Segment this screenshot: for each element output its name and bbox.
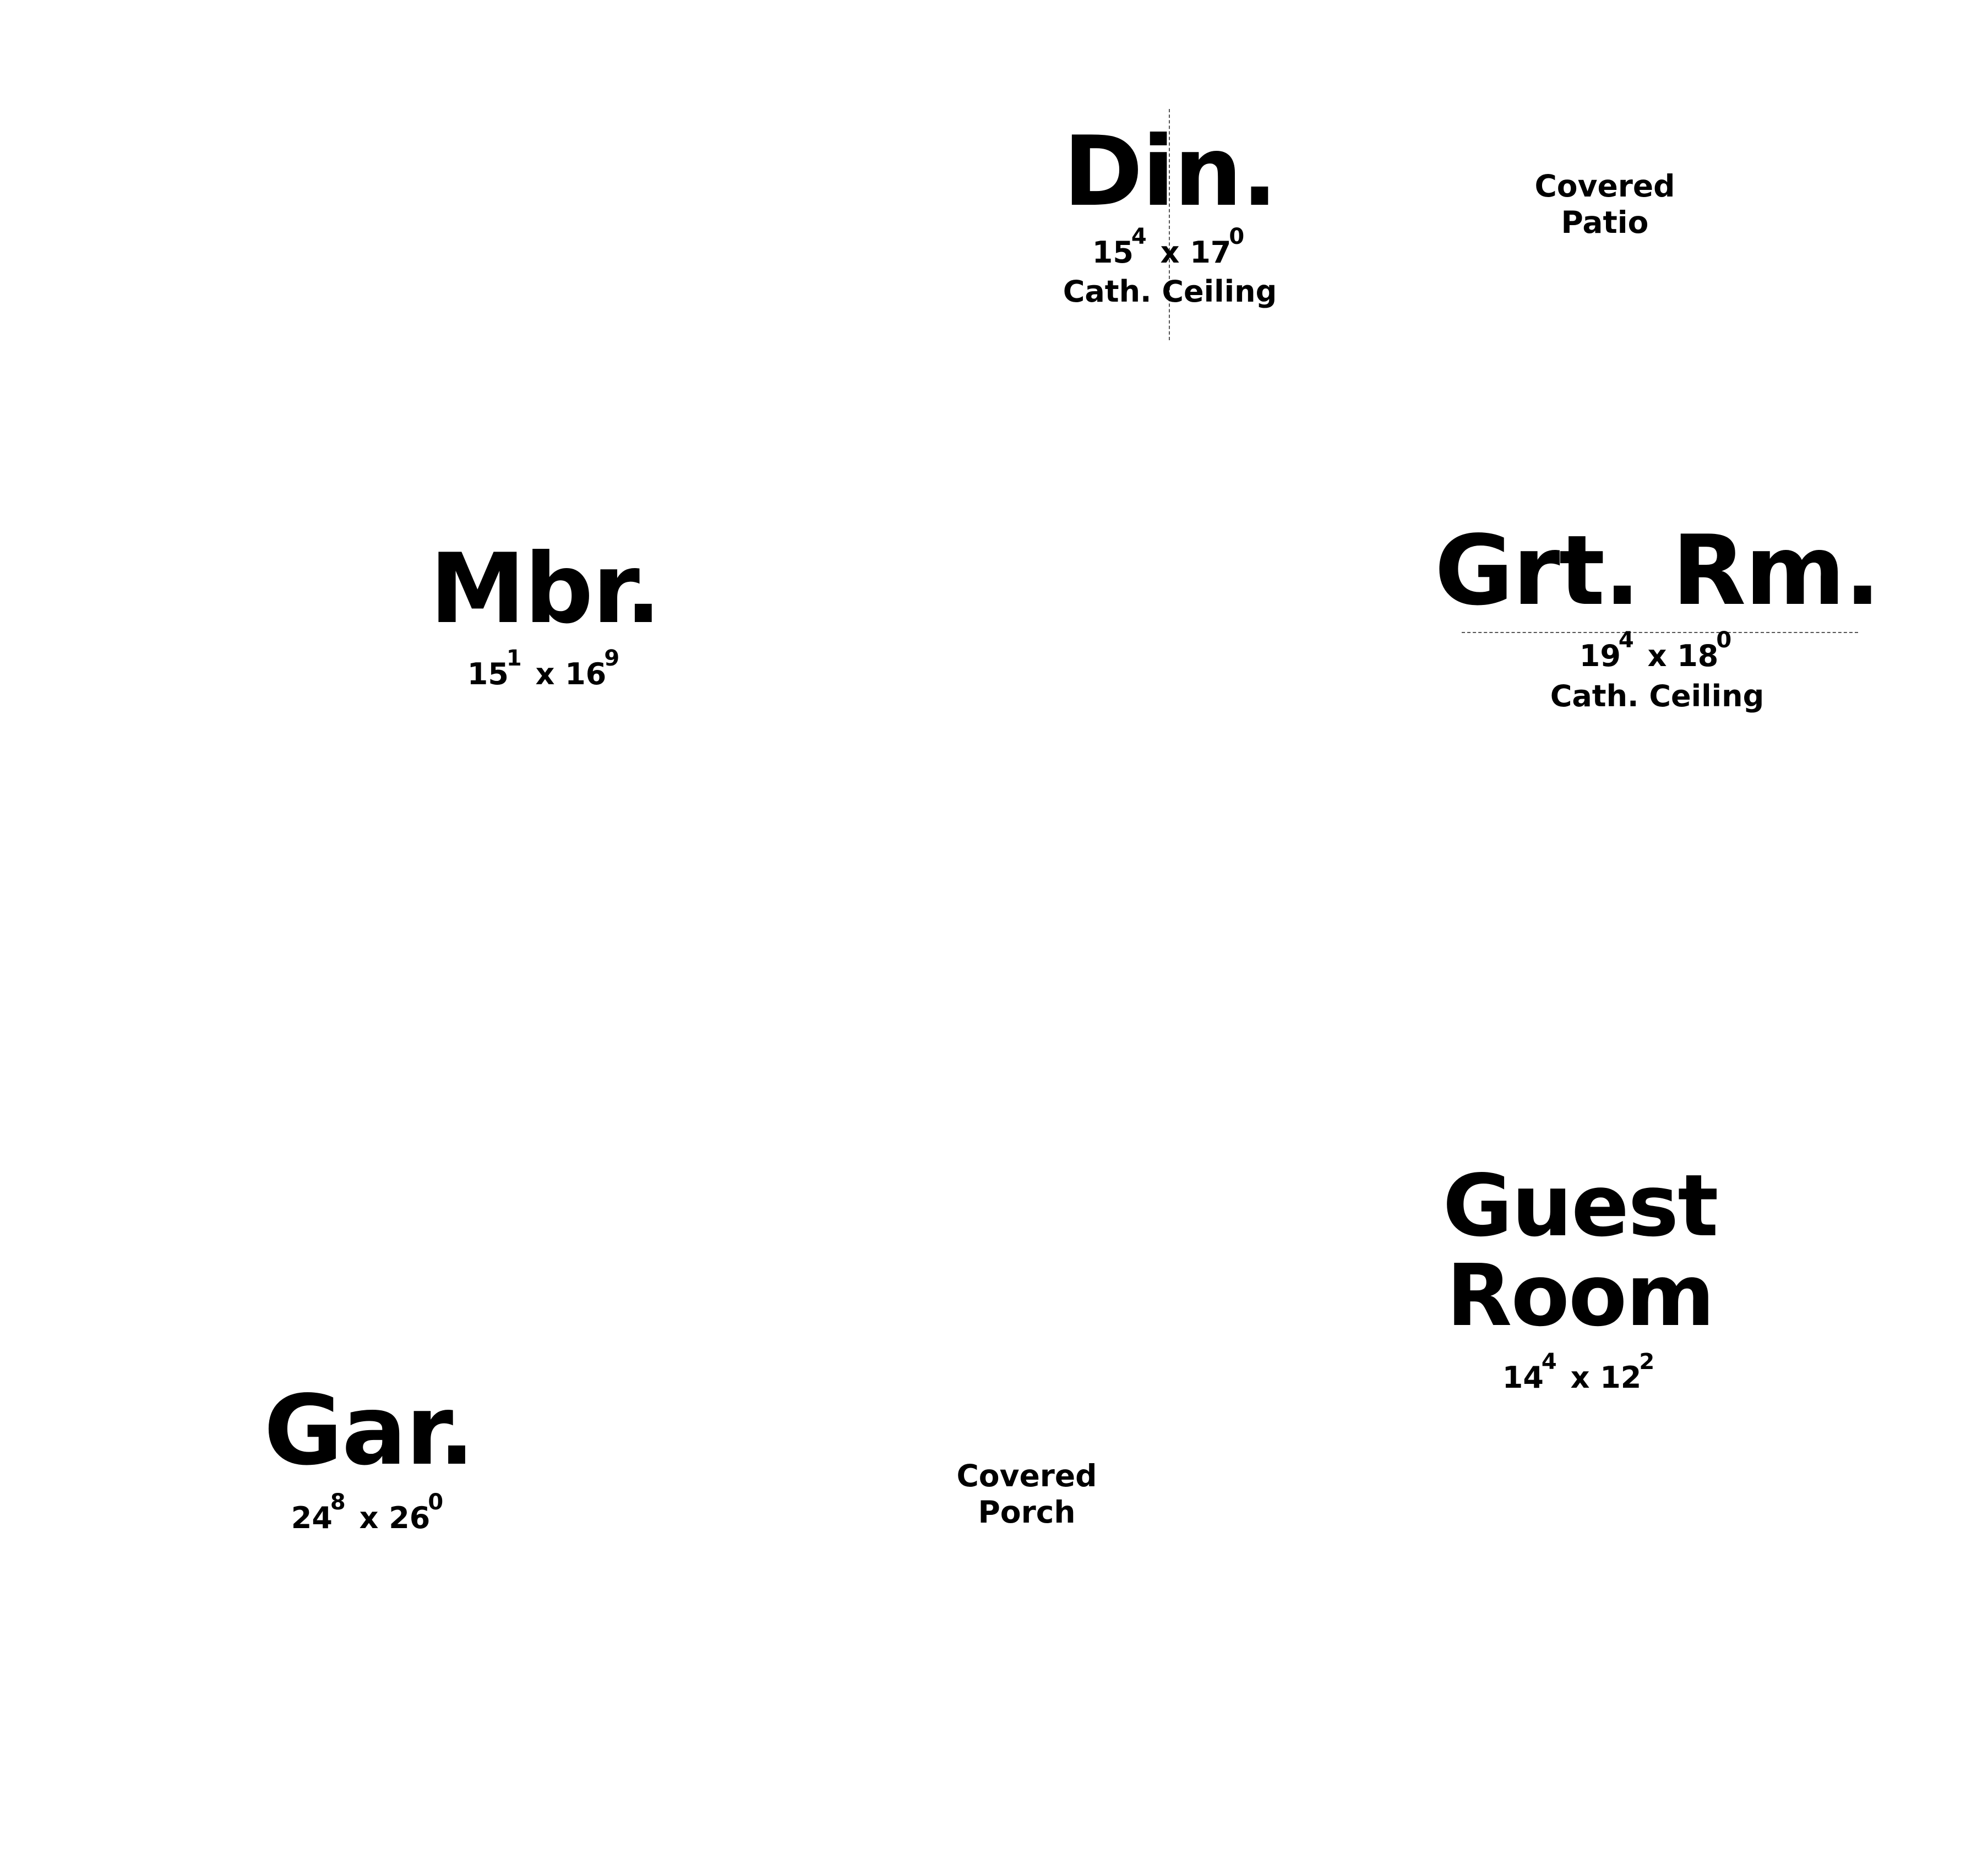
room-name: Mbr. [429,533,661,645]
room-dimensions: 194 x 180 [1579,628,1732,673]
room-guest-room: Guest Room 144 x 122 [1434,1161,1726,1393]
label-covered-porch: Covered Porch [956,1458,1097,1530]
room-note: Cath. Ceiling [1063,274,1277,309]
room-name: Gar. [264,1375,475,1487]
room-name: Grt. Rm. [1434,515,1881,627]
room-name-line2: Room [1446,1245,1715,1345]
room-dimensions: 151 x 169 [467,646,620,691]
room-garage: Gar. 248 x 260 [237,1383,501,1533]
room-dimensions: 144 x 122 [1502,1349,1655,1395]
room-name: Din. [1063,116,1278,228]
great-room-dashed-line [1462,632,1858,633]
room-great-room: Grt. Rm. 194 x 180 Cath. Ceiling [1431,523,1883,715]
room-dimensions: 248 x 260 [291,1490,444,1535]
room-dining: Din. 154 x 170 Cath. Ceiling [1041,124,1299,310]
dining-dashed-line [1169,109,1170,340]
room-master-bedroom: Mbr. 151 x 169 [407,541,683,689]
room-dimensions: 154 x 170 [1092,224,1245,270]
room-name-line1: Guest [1442,1156,1718,1256]
label-covered-patio: Covered Patio [1534,168,1675,240]
room-note: Cath. Ceiling [1550,679,1764,713]
